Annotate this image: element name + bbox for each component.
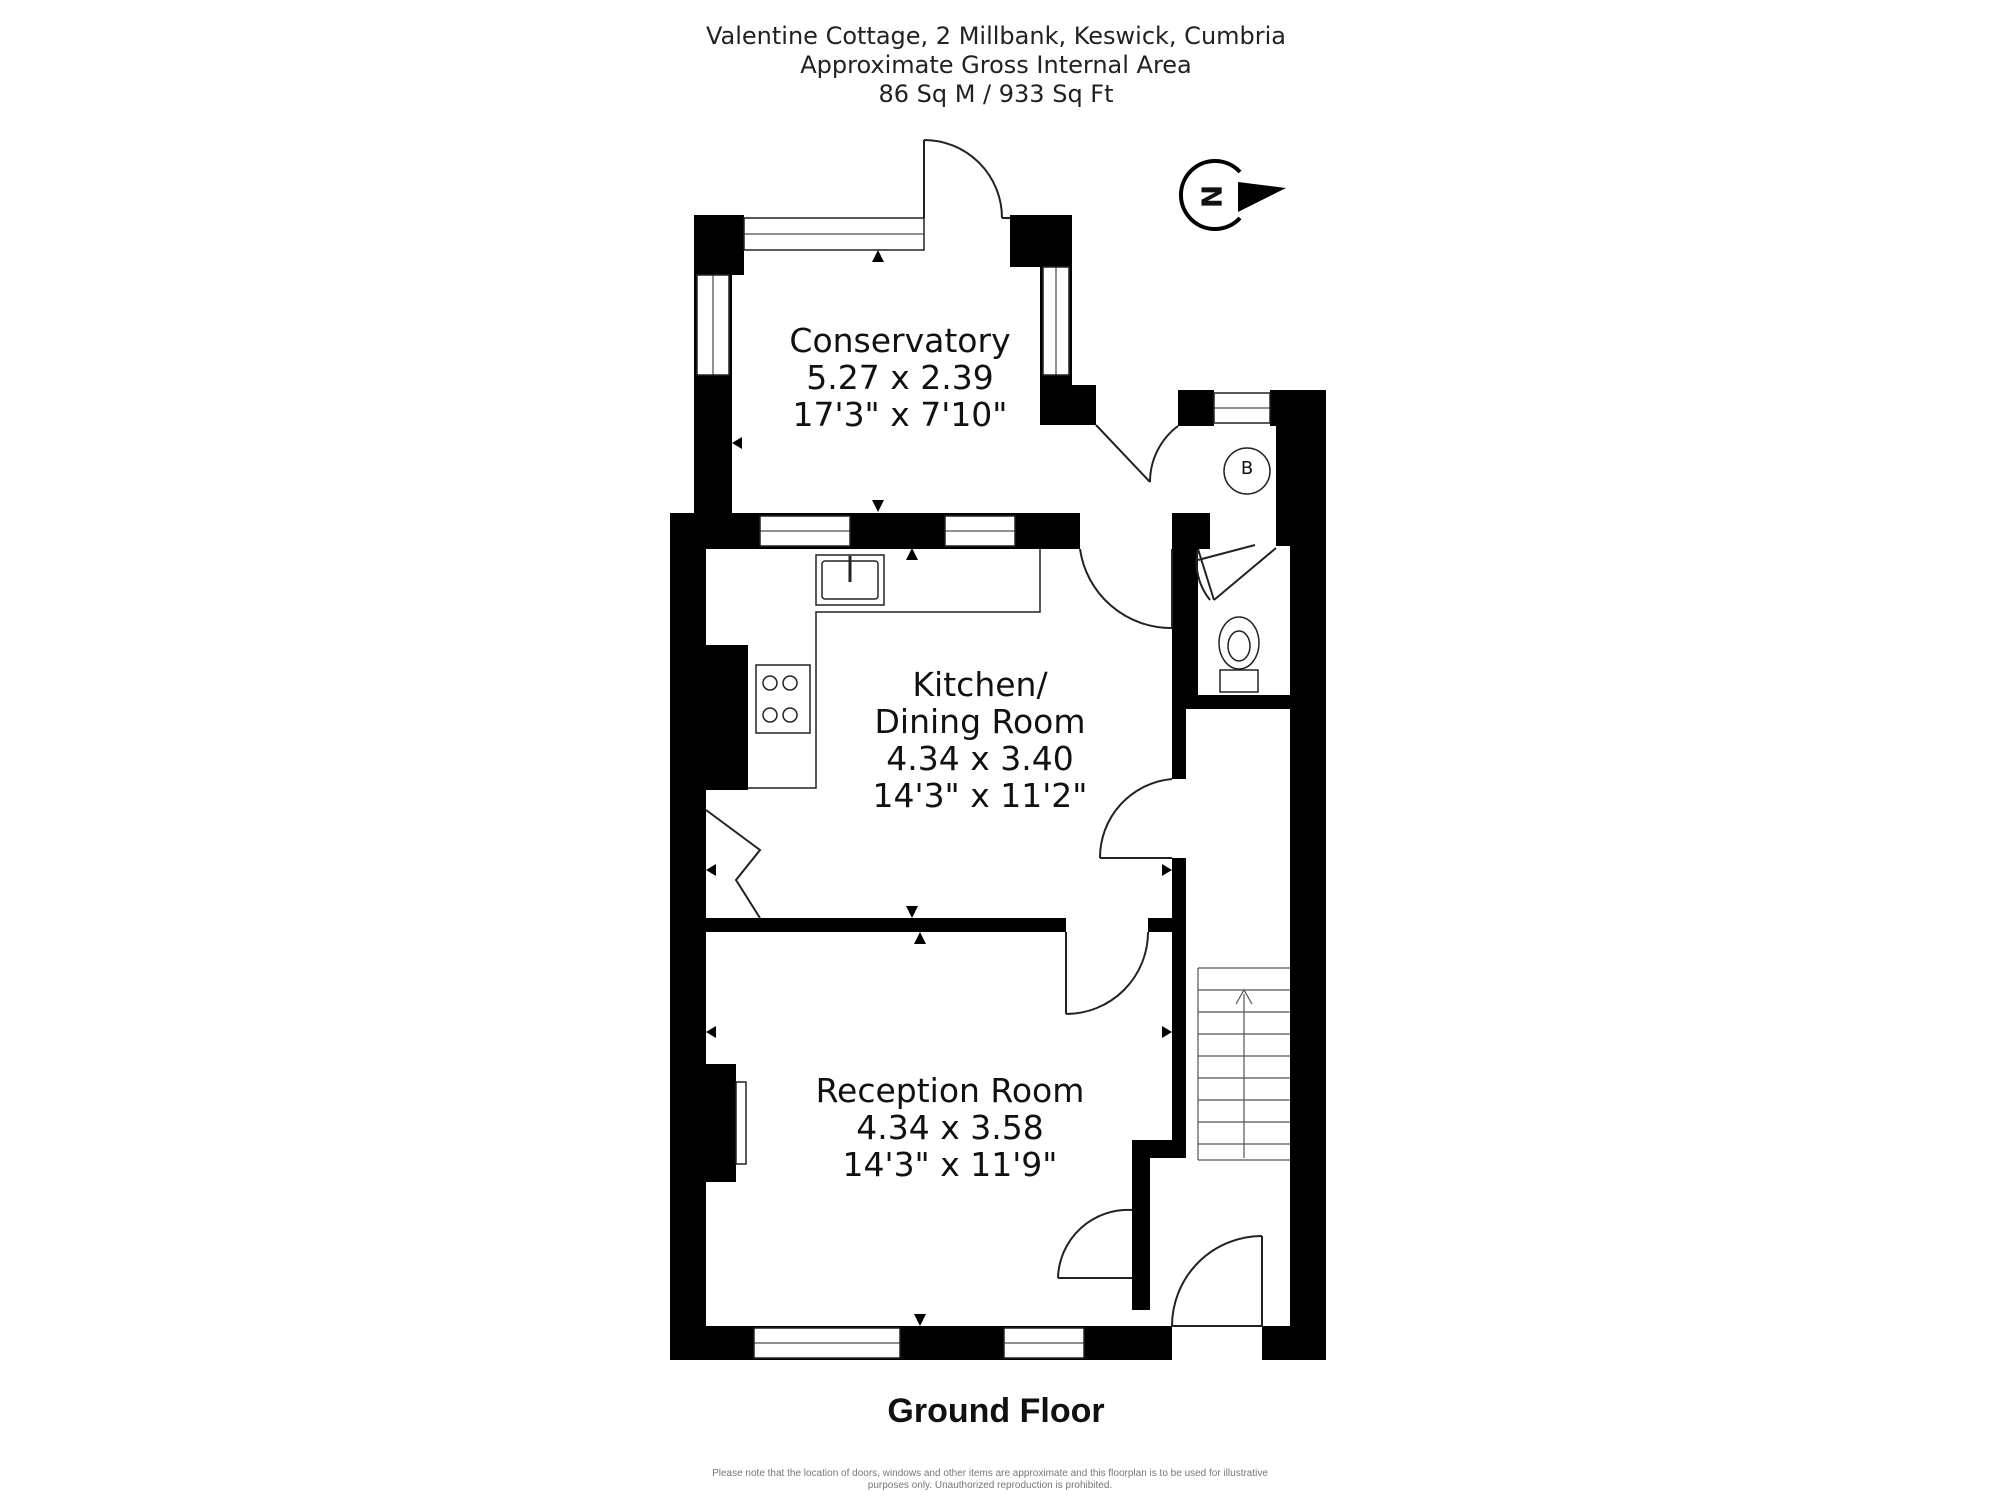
conservatory-label: Conservatory 5.27 x 2.39 17'3" x 7'10" bbox=[780, 322, 1020, 433]
compass-arrow-icon bbox=[1238, 182, 1286, 212]
marker-conservatory-left bbox=[732, 437, 742, 449]
reception-metric: 4.34 x 3.58 bbox=[856, 1108, 1044, 1147]
walls bbox=[670, 215, 1326, 1360]
property-address: Valentine Cottage, 2 Millbank, Keswick, … bbox=[705, 22, 1287, 50]
marker-reception-bottom bbox=[914, 1314, 926, 1326]
measurement-markers bbox=[706, 250, 1293, 1326]
wc-bottom-wall bbox=[1186, 695, 1290, 709]
reception-label: Reception Room 4.34 x 3.58 14'3" x 11'9" bbox=[800, 1072, 1100, 1183]
marker-conservatory-top bbox=[872, 250, 884, 262]
hob bbox=[755, 664, 811, 734]
marker-cupboard-right bbox=[1285, 443, 1293, 455]
stair-direction-arrow bbox=[1235, 988, 1253, 1005]
plan-header: Valentine Cottage, 2 Millbank, Keswick, … bbox=[0, 22, 1992, 109]
conservatory-door-swing bbox=[923, 139, 1003, 219]
compass-north-letter: N bbox=[1195, 184, 1229, 209]
cupboard-right-inner bbox=[1276, 426, 1290, 546]
staircase bbox=[1197, 967, 1290, 1161]
kitchen-hall-door-swing bbox=[1098, 778, 1173, 859]
hob-ring-3 bbox=[762, 707, 778, 723]
marker-kitchen-right bbox=[1162, 864, 1172, 876]
wc-door-swing bbox=[1195, 548, 1211, 601]
disclaimer-line-2: purposes only. Unauthorized reproduction… bbox=[867, 1480, 1113, 1491]
hob-ring-2 bbox=[782, 675, 798, 691]
right-outer-wall bbox=[1290, 390, 1326, 1360]
hob-rings bbox=[762, 675, 798, 723]
kitchen-name-line1: Kitchen/ bbox=[912, 665, 1048, 704]
reception-door-swing bbox=[1065, 931, 1149, 1015]
marker-kitchen-bottom bbox=[906, 906, 918, 918]
north-compass bbox=[1178, 159, 1286, 231]
wc-left-wall bbox=[1186, 549, 1198, 709]
kitchen-right-wall-upper bbox=[1172, 549, 1186, 779]
conservatory-side-door-swing bbox=[1149, 425, 1179, 483]
wc-icon bbox=[1218, 616, 1260, 693]
conservatory-metric: 5.27 x 2.39 bbox=[806, 358, 994, 397]
compass-ring bbox=[1178, 159, 1242, 231]
floor-title: Ground Floor bbox=[887, 1392, 1105, 1430]
kitchen-cupboard-bifold bbox=[705, 809, 762, 919]
reception-imperial: 14'3" x 11'9" bbox=[842, 1145, 1058, 1184]
marker-reception-left bbox=[706, 1026, 716, 1038]
bottom-outer-wall bbox=[670, 1326, 1172, 1360]
kitchen-door-swing bbox=[1079, 548, 1173, 630]
area-value: 86 Sq M / 933 Sq Ft bbox=[878, 80, 1114, 108]
marker-conservatory-bottom bbox=[872, 500, 884, 512]
marker-kitchen-top bbox=[906, 548, 918, 560]
porch-left-wall bbox=[1132, 1140, 1150, 1310]
kitchen-sink bbox=[815, 554, 885, 606]
conservatory-name: Conservatory bbox=[789, 321, 1011, 360]
kitchen-label: Kitchen/ Dining Room 4.34 x 3.40 14'3" x… bbox=[860, 666, 1100, 814]
conservatory-corner-tl bbox=[694, 215, 744, 275]
hall-door-swing bbox=[1057, 1208, 1133, 1279]
front-door-swing bbox=[1171, 1235, 1263, 1327]
kitchen-chimney-breast bbox=[706, 645, 748, 790]
hob-ring-4 bbox=[782, 707, 798, 723]
cupboard-top-left-block bbox=[1178, 390, 1214, 426]
kitchen-metric: 4.34 x 3.40 bbox=[886, 739, 1074, 778]
fireplace-hearth bbox=[735, 1081, 747, 1165]
area-title: Approximate Gross Internal Area bbox=[800, 51, 1192, 79]
kitchen-top-right-wall bbox=[1172, 513, 1210, 549]
window-glazing-lines bbox=[712, 233, 1270, 1344]
disclaimer-line-1: Please note that the location of doors, … bbox=[712, 1468, 1268, 1479]
bottom-right-wall bbox=[1262, 1326, 1326, 1360]
doors bbox=[705, 139, 1277, 1327]
worktop-outline bbox=[748, 549, 1041, 789]
disclaimer: Please note that the location of doors, … bbox=[650, 1468, 1330, 1492]
conservatory-side-door-leaf bbox=[1095, 424, 1151, 483]
wc-door-leaf bbox=[1197, 544, 1256, 561]
boiler-icon bbox=[1223, 447, 1271, 495]
conservatory-bay-block bbox=[1040, 385, 1096, 425]
hob-ring-1 bbox=[762, 675, 778, 691]
left-outer-wall bbox=[670, 513, 706, 1360]
kitchen-reception-partition bbox=[706, 918, 1066, 932]
marker-reception-right bbox=[1162, 1026, 1172, 1038]
reception-chimney-breast bbox=[706, 1064, 736, 1182]
hall-left-wall bbox=[1172, 858, 1186, 1140]
reception-name: Reception Room bbox=[815, 1071, 1085, 1110]
kitchen-units bbox=[748, 549, 1041, 789]
kitchen-top-wall bbox=[670, 513, 1080, 549]
marker-kitchen-left bbox=[706, 864, 716, 876]
conservatory-imperial: 17'3" x 7'10" bbox=[792, 395, 1008, 434]
boiler-label: B bbox=[1240, 458, 1254, 479]
kitchen-imperial: 14'3" x 11'2" bbox=[872, 776, 1088, 815]
marker-reception-top bbox=[914, 932, 926, 944]
kitchen-name-line2: Dining Room bbox=[874, 702, 1086, 741]
